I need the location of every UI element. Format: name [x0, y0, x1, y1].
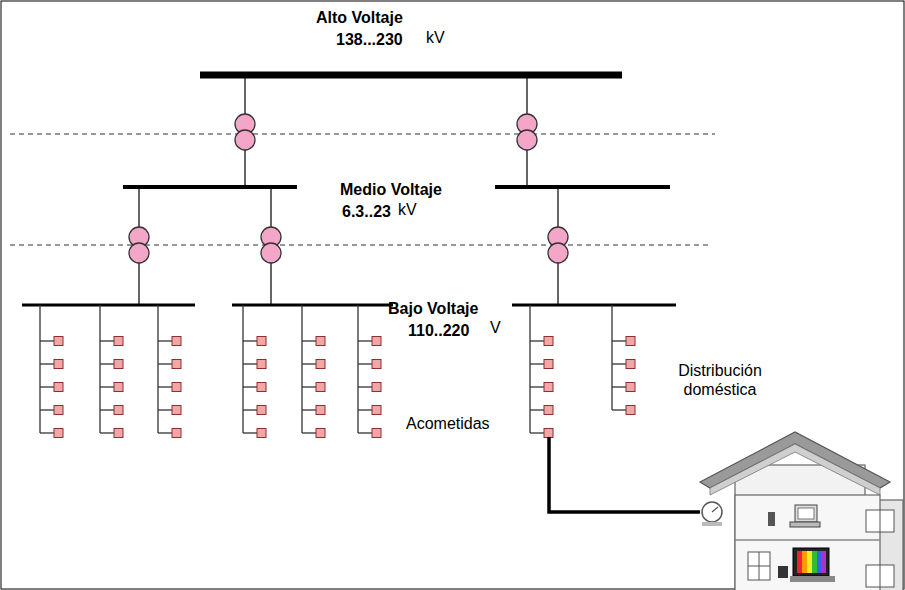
feeder-lines: [139, 75, 558, 305]
low-voltage-bus: [22, 304, 676, 307]
service-meters: [40, 305, 635, 438]
voltage-unit: kV: [426, 28, 445, 47]
service-label: Acometidas: [406, 414, 490, 433]
level-name: Alto Voltaje: [316, 8, 403, 27]
distribution-label: Distribución doméstica: [658, 361, 782, 399]
service-drop: [549, 437, 700, 512]
level-name: Medio Voltaje: [340, 180, 442, 199]
level-name: Bajo Voltaje: [388, 299, 478, 318]
voltage-range: 138...230: [336, 30, 403, 49]
house-illustration: [700, 432, 903, 590]
voltage-unit: V: [490, 318, 501, 337]
voltage-range: 110..220: [408, 321, 469, 340]
high-voltage-bus: [200, 72, 622, 79]
transformer-symbol: [129, 114, 568, 263]
level-separator: [10, 134, 715, 245]
voltage-range: 6.3..23: [342, 202, 391, 221]
voltage-unit: kV: [398, 200, 417, 219]
